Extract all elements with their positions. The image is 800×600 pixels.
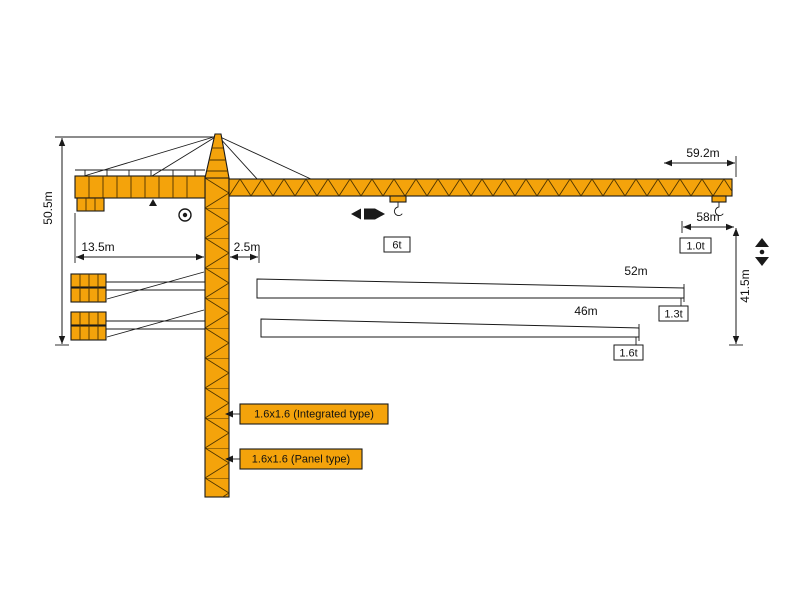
jib-tip-load-label: 1.6t <box>613 344 644 361</box>
trolley-direction-icon <box>351 208 385 220</box>
dim-rear-clearance-label: 2.5m <box>234 240 261 254</box>
main-jib <box>228 178 733 197</box>
mast-section-label-text: 1.6x1.6 (Panel type) <box>252 454 350 466</box>
pointer-arrow-icon <box>225 410 233 418</box>
dim-max-radius-label: 59.2m <box>686 146 719 160</box>
counterweight-block <box>76 197 105 212</box>
dim-total-height: 50.5m <box>41 136 214 346</box>
jib-config-52m: 52m 1.3t <box>70 264 689 322</box>
counter-jib <box>74 169 206 212</box>
dim-tip-radius: 58m <box>681 210 734 233</box>
position-marker-icon <box>149 199 157 206</box>
tower-mast <box>204 177 230 498</box>
jib-tip-load-label: 1.3t <box>658 305 689 322</box>
tip-load-value: 1.0t <box>686 241 704 253</box>
tip-hook-icon <box>714 201 724 216</box>
counter-jib-beam <box>105 281 206 291</box>
max-load-label: 6t <box>383 236 411 253</box>
dim-hook-height: 41.5m <box>729 228 752 346</box>
dim-tip-radius-label: 58m <box>696 210 719 224</box>
jib-tip-load-value: 1.3t <box>664 309 682 321</box>
dim-rear-clearance: 2.5m <box>230 240 260 263</box>
counterweight-stack <box>70 273 107 303</box>
counter-jib-beam <box>105 320 206 330</box>
hook-icon <box>393 201 403 216</box>
jib-tip-load-value: 1.6t <box>619 348 637 360</box>
tip-trolley <box>711 195 727 216</box>
counterweight-stack <box>70 311 107 341</box>
tie-line <box>106 271 205 300</box>
mast-section-label-text: 1.6x1.6 (Integrated type) <box>254 409 374 421</box>
trolley <box>389 195 407 216</box>
dim-total-height-label: 50.5m <box>41 191 55 224</box>
mast-section-label-panel: 1.6x1.6 (Panel type) <box>225 448 363 470</box>
tip-load-label: 1.0t <box>679 237 712 254</box>
jib-bar <box>260 318 640 338</box>
pendant-lines <box>83 135 314 181</box>
tie-line <box>106 309 205 338</box>
tower-apex <box>204 133 230 179</box>
dim-counter-radius-label: 13.5m <box>81 240 114 254</box>
slewing-icon <box>178 208 192 222</box>
jib-bar <box>256 278 685 299</box>
jib-length-label: 46m <box>574 304 597 318</box>
max-load-value: 6t <box>392 240 401 252</box>
dim-max-radius: 59.2m <box>664 146 737 177</box>
dim-counter-radius: 13.5m <box>74 213 204 263</box>
mast-section-label-integrated: 1.6x1.6 (Integrated type) <box>225 403 389 425</box>
hoist-direction-icon <box>755 238 769 266</box>
jib-length-label: 52m <box>624 264 647 278</box>
pointer-arrow-icon <box>225 455 233 463</box>
dim-hook-height-label: 41.5m <box>738 269 752 302</box>
jib-config-46m: 46m 1.6t <box>70 304 644 361</box>
